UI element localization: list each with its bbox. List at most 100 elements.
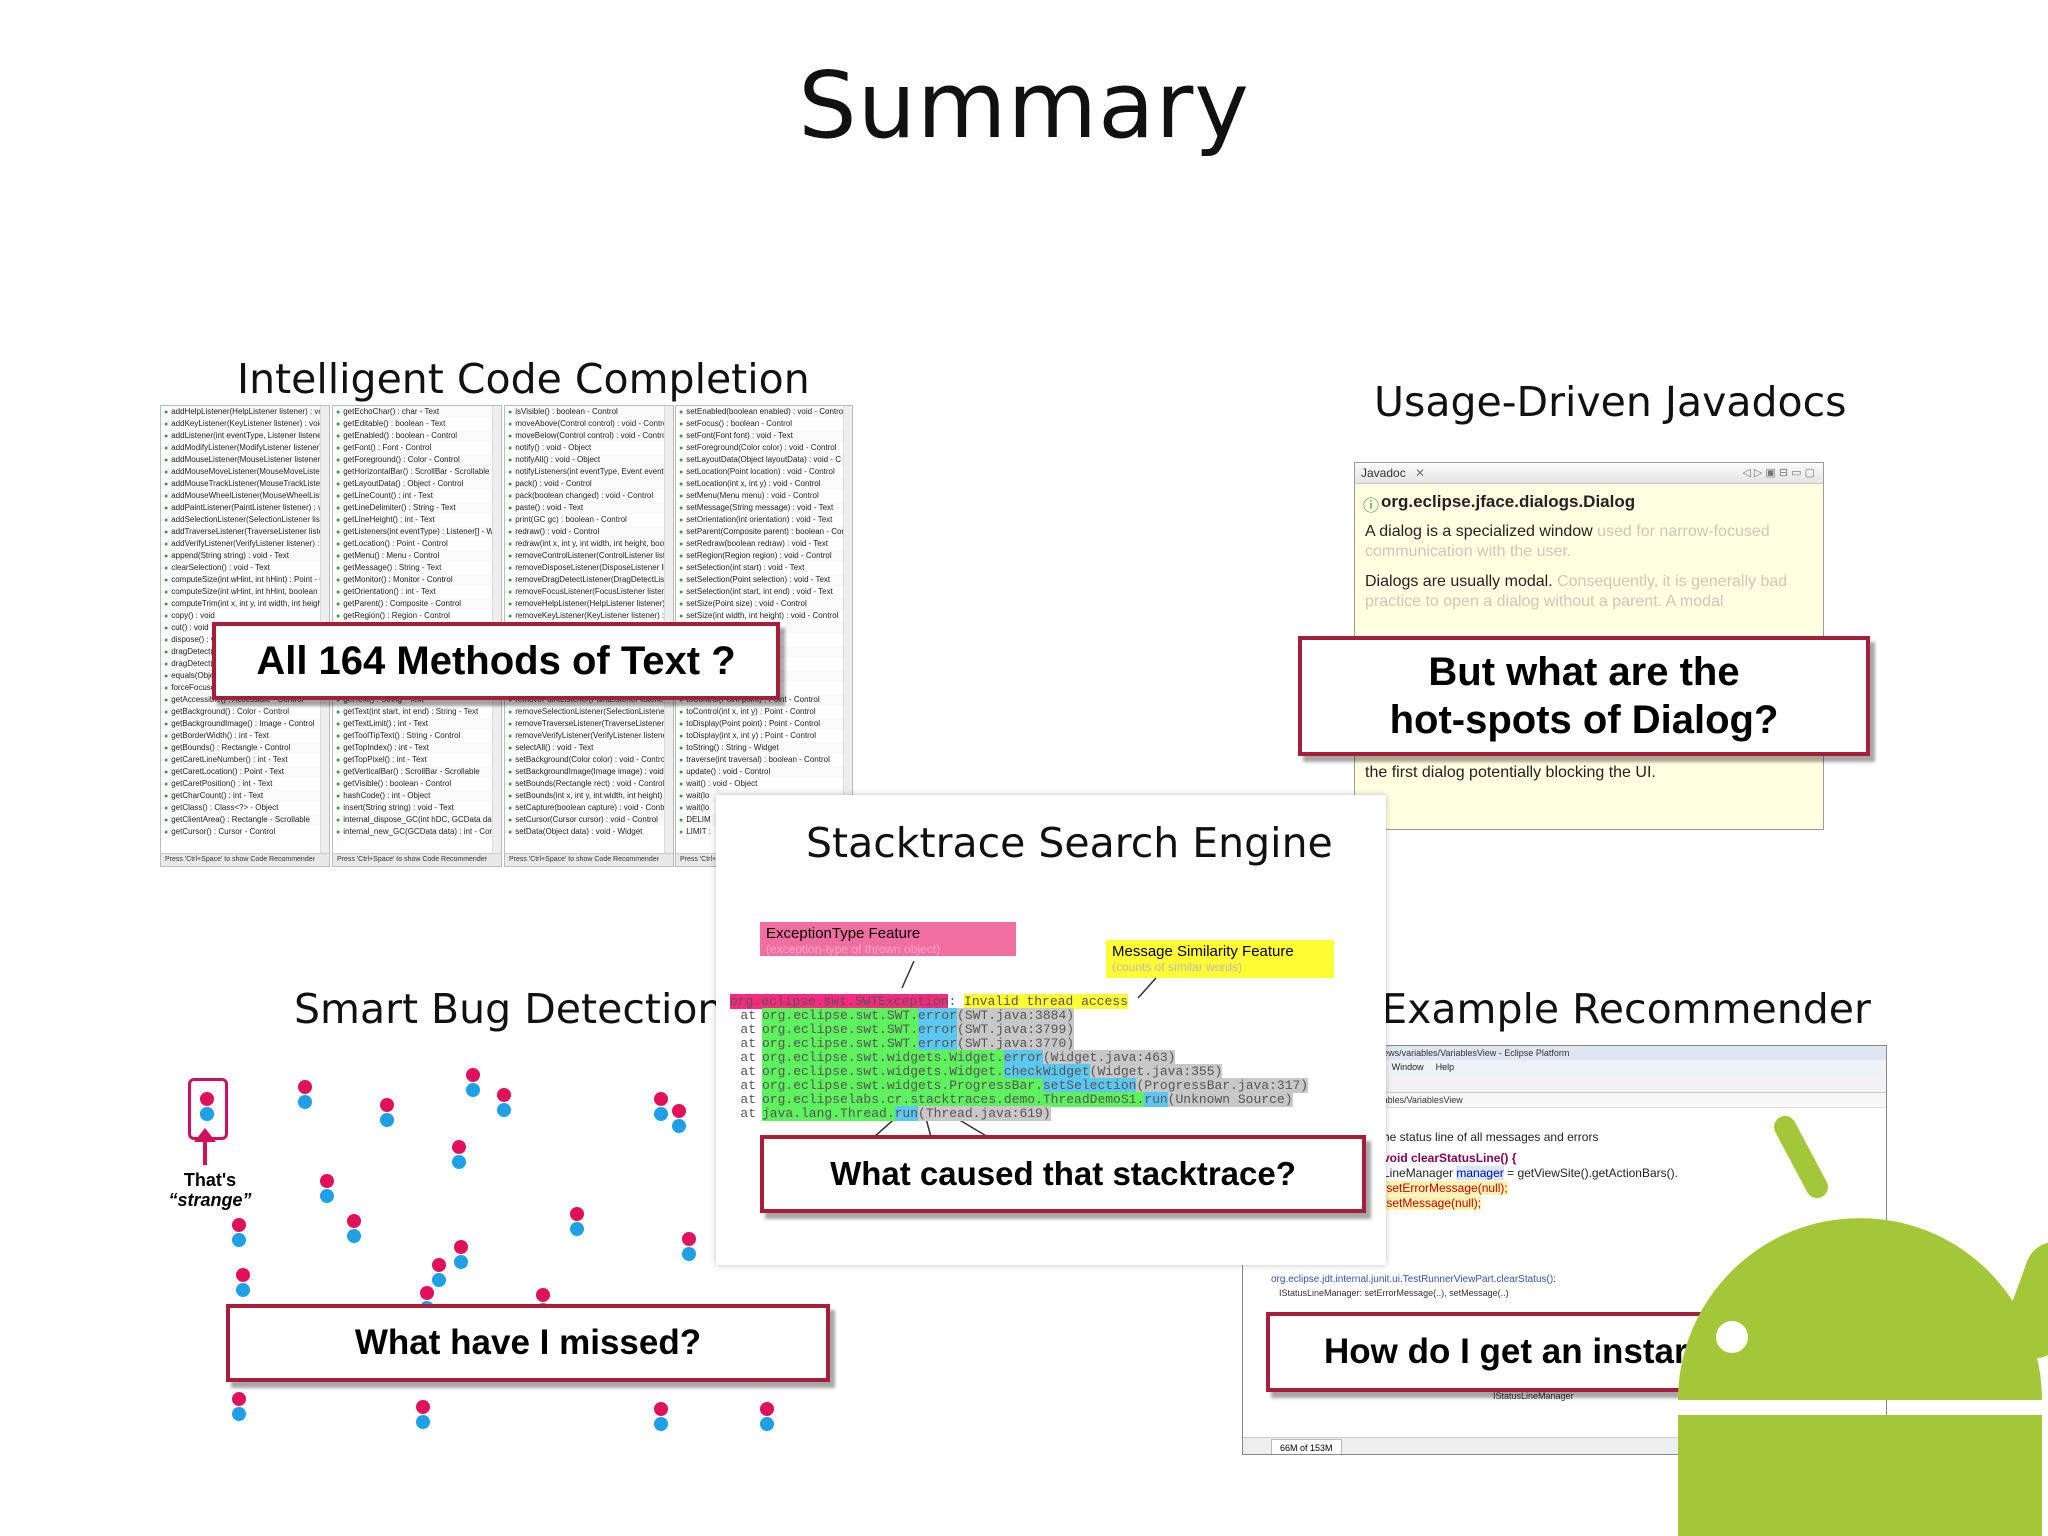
completion-proposal[interactable]: setBackground(Color color) : void - Cont… [505,754,673,766]
completion-proposal[interactable]: getLocation() : Point - Control [333,538,501,550]
completion-proposal[interactable]: toString() : String - Widget [676,742,852,754]
completion-proposal[interactable]: computeSize(int wHint, int hHint) : Poin… [161,574,329,586]
completion-proposal[interactable]: getTextLimit() : int - Text [333,718,501,730]
menu-item[interactable]: Help [1435,1062,1455,1072]
completion-proposal[interactable]: getBackgroundImage() : Image - Control [161,718,329,730]
completion-proposal[interactable]: setSelection(int start) : void - Text [676,562,852,574]
menu-item[interactable]: Window [1391,1062,1424,1072]
completion-proposal[interactable]: addMouseWheelListener(MouseWheelListene [161,490,329,502]
completion-proposal[interactable]: removeTraverseListener(TraverseListener … [505,718,673,730]
completion-proposal[interactable]: setMenu(Menu menu) : void - Control [676,490,852,502]
completion-proposal[interactable]: setCapture(boolean capture) : void - Con… [505,802,673,814]
completion-proposal[interactable]: getTopPixel() : int - Text [333,754,501,766]
completion-proposal[interactable]: removeControlListener(ControlListener li… [505,550,673,562]
completion-proposal[interactable]: setCursor(Cursor cursor) : void - Contro… [505,814,673,826]
completion-proposal[interactable]: internal_dispose_GC(int hDC, GCData data… [333,814,501,826]
completion-proposal[interactable]: setOrientation(int orientation) : void -… [676,514,852,526]
completion-proposal[interactable]: setBackgroundImage(Image image) : void -… [505,766,673,778]
completion-proposal[interactable]: paste() : void - Text [505,502,673,514]
completion-proposal[interactable]: removeDisposeListener(DisposeListener li… [505,562,673,574]
completion-proposal[interactable]: pack() : void - Control [505,478,673,490]
completion-proposal[interactable]: setLayoutData(Object layoutData) : void … [676,454,852,466]
completion-proposal[interactable]: addTraverseListener(TraverseListener lis… [161,526,329,538]
memory-indicator[interactable]: 66M of 153M [1271,1439,1342,1454]
completion-proposal[interactable]: setSelection(int start, int end) : void … [676,586,852,598]
completion-proposal[interactable]: getRegion() : Region - Control [333,610,501,622]
completion-proposal[interactable]: getClass() : Class<?> - Object [161,802,329,814]
completion-proposal[interactable]: pack(boolean changed) : void - Control [505,490,673,502]
scrollbar[interactable] [843,406,852,854]
completion-proposal[interactable]: getVisible() : boolean - Control [333,778,501,790]
completion-proposal[interactable]: insert(String string) : void - Text [333,802,501,814]
completion-proposal[interactable]: setLocation(Point location) : void - Con… [676,466,852,478]
completion-proposal[interactable]: setLocation(int x, int y) : void - Contr… [676,478,852,490]
completion-proposal[interactable]: setSize(Point size) : void - Control [676,598,852,610]
completion-proposal[interactable]: wait() : void - Object [676,778,852,790]
completion-proposal[interactable]: addHelpListener(HelpListener listener) :… [161,406,329,418]
completion-proposal[interactable]: redraw() : void - Control [505,526,673,538]
completion-proposal[interactable]: addSelectionListener(SelectionListener l… [161,514,329,526]
completion-proposal[interactable]: toDisplay(int x, int y) : Point - Contro… [676,730,852,742]
completion-proposal[interactable]: addMouseListener(MouseListener listener)… [161,454,329,466]
completion-proposal[interactable]: addModifyListener(ModifyListener listene… [161,442,329,454]
completion-proposal[interactable]: removeDragDetectListener(DragDetectListe… [505,574,673,586]
completion-proposal[interactable]: copy() : void [161,610,329,622]
completion-proposal[interactable]: getFont() : Font - Control [333,442,501,454]
completion-proposal[interactable]: getVerticalBar() : ScrollBar - Scrollabl… [333,766,501,778]
completion-proposal[interactable]: addMouseTrackListener(MouseTrackListener [161,478,329,490]
completion-proposal[interactable]: traverse(int traversal) : boolean - Cont… [676,754,852,766]
javadoc-tab[interactable]: Javadoc [1361,466,1406,480]
completion-proposal[interactable]: removeFocusListener(FocusListener listen… [505,586,673,598]
completion-proposal[interactable]: addPaintListener(PaintListener listener)… [161,502,329,514]
completion-proposal[interactable]: getToolTipText() : String - Control [333,730,501,742]
view-toolbar-icons[interactable]: ◁ ▷ ▣ ⊟ ▭ ▢ [1742,467,1815,479]
completion-proposal[interactable]: moveAbove(Control control) : void - Cont… [505,418,673,430]
completion-proposal[interactable]: clearSelection() : void - Text [161,562,329,574]
completion-proposal[interactable]: getEnabled() : boolean - Control [333,430,501,442]
completion-proposal[interactable]: dispose() : v [161,634,329,646]
completion-proposal[interactable]: isVisible() : boolean - Control [505,406,673,418]
completion-proposal[interactable]: getTopIndex() : int - Text [333,742,501,754]
completion-proposal[interactable]: removeHelpListener(HelpListener listener… [505,598,673,610]
completion-proposal[interactable]: setSelection(Point selection) : void - T… [676,574,852,586]
completion-proposal[interactable]: moveBelow(Control control) : void - Cont… [505,430,673,442]
completion-proposal[interactable]: addMouseMoveListener(MouseMoveListener [161,466,329,478]
completion-proposal[interactable]: redraw(int x, int y, int width, int heig… [505,538,673,550]
completion-proposal[interactable]: getCaretLocation() : Point - Text [161,766,329,778]
completion-proposal[interactable]: setForeground(Color color) : void - Cont… [676,442,852,454]
completion-proposal[interactable]: getMessage() : String - Text [333,562,501,574]
completion-proposal[interactable]: addListener(int eventType, Listener list… [161,430,329,442]
completion-proposal[interactable]: internal_new_GC(GCData data) : int - Con… [333,826,501,838]
completion-proposal[interactable]: setBounds(Rectangle rect) : void - Contr… [505,778,673,790]
completion-proposal[interactable]: getBackground() : Color - Control [161,706,329,718]
completion-proposal[interactable]: toControl(int x, int y) : Point - Contro… [676,706,852,718]
completion-proposal[interactable]: setSize(int width, int height) : void - … [676,610,852,622]
completion-proposal[interactable]: getCaretLineNumber() : int - Text [161,754,329,766]
completion-proposal[interactable]: computeTrim(int x, int y, int width, int… [161,598,329,610]
completion-proposal[interactable]: hashCode() : int - Object [333,790,501,802]
completion-proposal[interactable]: notify() : void - Object [505,442,673,454]
completion-proposal[interactable]: wait(lo [676,802,852,814]
completion-proposal[interactable]: computeSize(int wHint, int hHint, boolea… [161,586,329,598]
completion-proposal[interactable]: getLineCount() : int - Text [333,490,501,502]
completion-proposal[interactable]: notifyAll() : void - Object [505,454,673,466]
completion-proposal[interactable]: setFocus() : boolean - Control [676,418,852,430]
completion-proposal[interactable]: getCharCount() : int - Text [161,790,329,802]
completion-list-1[interactable]: addHelpListener(HelpListener listener) :… [160,405,330,867]
completion-proposal[interactable]: setMessage(String message) : void - Text [676,502,852,514]
completion-proposal[interactable]: selectAll() : void - Text [505,742,673,754]
completion-proposal[interactable]: getParent() : Composite - Control [333,598,501,610]
completion-proposal[interactable]: setRedraw(boolean redraw) : void - Text [676,538,852,550]
completion-proposal[interactable]: getListeners(int eventType) : Listener[]… [333,526,501,538]
completion-proposal[interactable]: getLineHeight() : int - Text [333,514,501,526]
completion-proposal[interactable]: update() : void - Control [676,766,852,778]
completion-proposal[interactable]: addKeyListener(KeyListener listener) : v… [161,418,329,430]
completion-proposal[interactable]: getMenu() : Menu - Control [333,550,501,562]
completion-proposal[interactable]: getText(int start, int end) : String - T… [333,706,501,718]
completion-proposal[interactable]: getCursor() : Cursor - Control [161,826,329,838]
completion-proposal[interactable]: setData(Object data) : void - Widget [505,826,673,838]
completion-proposal[interactable]: getOrientation() : int - Text [333,586,501,598]
completion-proposal[interactable]: setParent(Composite parent) : boolean - … [676,526,852,538]
completion-proposal[interactable]: setFont(Font font) : void - Text [676,430,852,442]
completion-proposal[interactable]: append(String string) : void - Text [161,550,329,562]
